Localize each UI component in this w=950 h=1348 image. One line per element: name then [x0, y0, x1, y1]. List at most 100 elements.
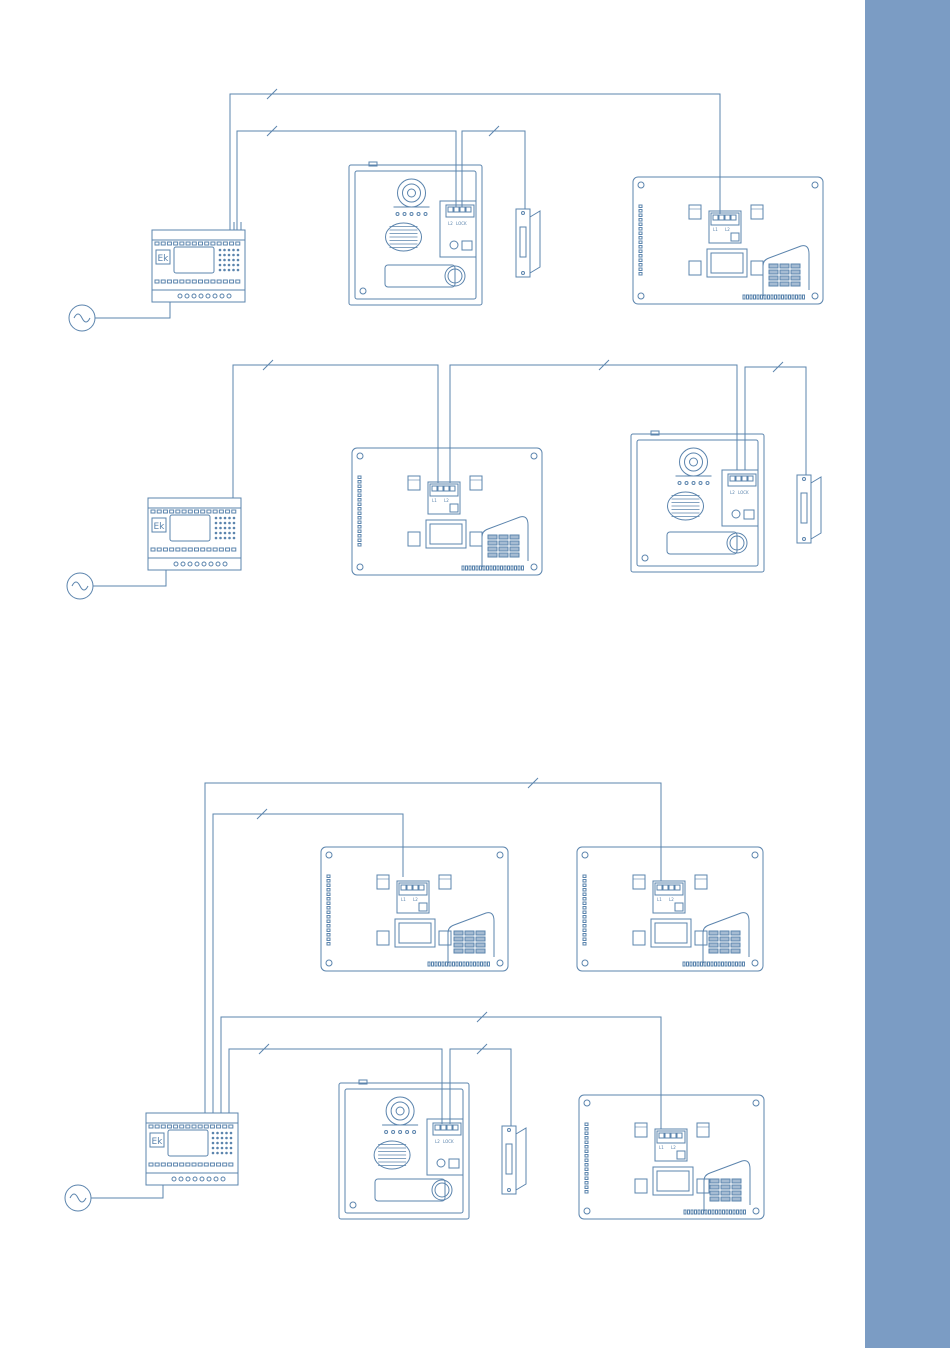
led-dot	[678, 482, 681, 485]
terminal-screw-slot	[401, 885, 406, 890]
psu-dot	[237, 264, 239, 266]
mount-screw	[531, 453, 537, 459]
bottom-connector-pin	[729, 962, 731, 966]
psu-vent	[195, 548, 199, 551]
psu-vent	[204, 1125, 208, 1128]
psu-vent	[188, 548, 192, 551]
edge-connector-pin	[639, 241, 642, 244]
bottom-connector-pin	[754, 295, 756, 299]
psu-vent	[163, 510, 167, 513]
led-dot	[392, 1131, 395, 1134]
wire-psu-monitor	[230, 94, 720, 230]
psu-screw	[213, 294, 217, 298]
psu-vent	[199, 280, 203, 283]
psu-label-window	[174, 247, 214, 273]
psu-dot	[237, 254, 239, 256]
bottom-connector-pin	[522, 566, 524, 570]
terminal-label-l2: L2	[671, 1145, 676, 1150]
grid-cell	[731, 931, 740, 935]
grid-cell	[732, 1185, 741, 1189]
terminal-screw-slot	[435, 1125, 440, 1130]
bottom-connector-pin	[718, 962, 720, 966]
led-dot	[385, 1131, 388, 1134]
edge-connector-pin	[358, 512, 361, 515]
psu-screw	[202, 562, 206, 566]
bottom-connector-pin	[739, 962, 741, 966]
bottom-connector-pin	[799, 295, 801, 299]
mount-clip	[635, 1179, 647, 1193]
edge-connector-pin	[327, 889, 330, 892]
psu-logo-text: Ek	[154, 522, 166, 532]
bottom-connector-pin	[473, 566, 475, 570]
psu-vent	[170, 548, 174, 551]
lock-screw	[508, 1129, 511, 1132]
wire-panel-lock	[462, 131, 525, 209]
psu-vent	[155, 242, 159, 245]
edge-connector-pin	[327, 934, 330, 937]
sine-wave	[74, 314, 90, 322]
edge-connector-pin	[585, 1132, 588, 1135]
edge-connector-pin	[327, 875, 330, 878]
mount-clip	[697, 1123, 709, 1137]
bottom-connector-pin	[747, 295, 749, 299]
psu-vent	[217, 1125, 221, 1128]
psu-vent	[204, 1163, 208, 1166]
edge-connector-pin	[327, 884, 330, 887]
bottom-connector-pin	[487, 566, 489, 570]
psu-vent	[155, 1125, 159, 1128]
edge-connector-pin	[583, 884, 586, 887]
bottom-connector-pin	[484, 962, 486, 966]
mount-clip	[408, 476, 420, 490]
mount-screw	[497, 852, 503, 858]
bottom-connector-pin	[490, 566, 492, 570]
mount-clip	[697, 1179, 709, 1193]
psu-vent	[186, 1125, 190, 1128]
grid-cell	[731, 937, 740, 941]
bottom-connector-pin	[723, 1210, 725, 1214]
edge-connector-pin	[358, 517, 361, 520]
bottom-connector-pin	[460, 962, 462, 966]
edge-connector-pin	[327, 893, 330, 896]
psu-dot	[220, 517, 222, 519]
psu-dot	[228, 264, 230, 266]
bottom-connector-pin	[480, 566, 482, 570]
edge-connector-pin	[358, 503, 361, 506]
psu-dot	[224, 269, 226, 271]
edge-connector-pin	[585, 1173, 588, 1176]
edge-connector-pin	[358, 476, 361, 479]
mount-clip	[689, 261, 701, 275]
led-dot	[417, 213, 420, 216]
edge-connector-pin	[358, 499, 361, 502]
terminal-screw-slot	[725, 215, 730, 220]
lock-plate	[502, 1126, 516, 1194]
module-switch	[419, 903, 427, 911]
bottom-connector-pin	[476, 566, 478, 570]
edge-connector-pin	[585, 1150, 588, 1153]
terminal-screw-slot	[665, 1133, 670, 1138]
psu-vent	[213, 548, 217, 551]
psu-dot	[233, 269, 235, 271]
psu-vent	[182, 510, 186, 513]
terminal-screw-slot	[669, 885, 674, 890]
psu-vent	[170, 510, 174, 513]
bottom-connector-pin	[712, 1210, 714, 1214]
psu-vent	[226, 548, 230, 551]
edge-connector-pin	[585, 1128, 588, 1131]
psu-vent	[174, 242, 178, 245]
grid-cell	[791, 264, 800, 268]
grid-cell	[465, 943, 474, 947]
bottom-connector-pin	[446, 962, 448, 966]
psu-vent	[236, 242, 240, 245]
power-supply-unit: Ek	[152, 230, 245, 302]
bottom-connector-pin	[687, 962, 689, 966]
monitor-terminal-block	[711, 213, 739, 225]
bottom-connector-pin	[775, 295, 777, 299]
lock-plate	[797, 475, 811, 543]
edge-connector-pin	[583, 934, 586, 937]
edge-connector-pin	[639, 232, 642, 235]
psu-dot	[233, 249, 235, 251]
grid-cell	[476, 931, 485, 935]
bottom-connector-pin	[750, 295, 752, 299]
bottom-connector-pin	[683, 962, 685, 966]
